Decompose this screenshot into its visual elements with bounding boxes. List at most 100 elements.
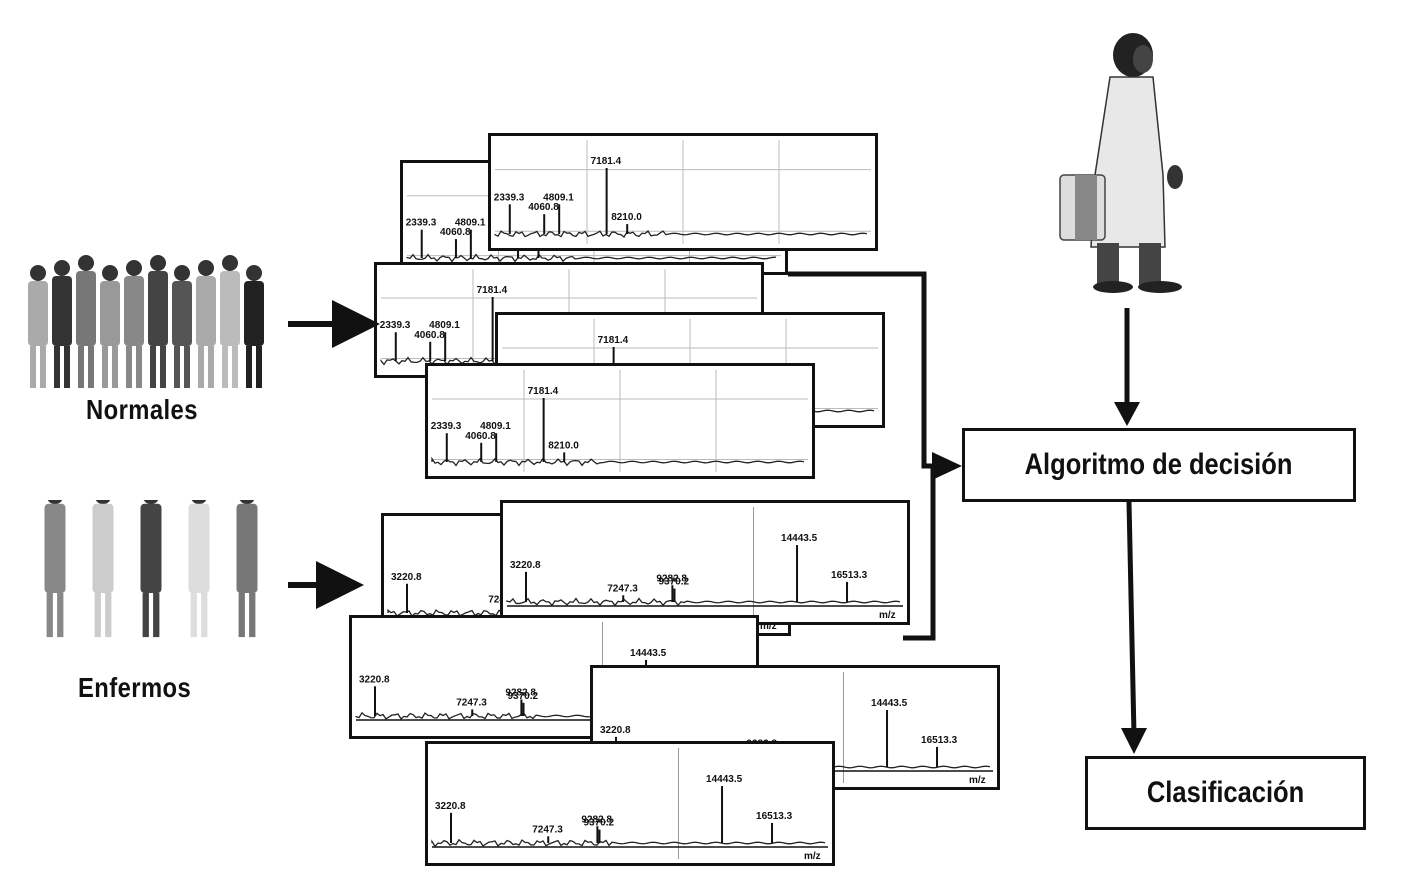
peak-label: 7181.4 bbox=[598, 335, 629, 346]
person-leg bbox=[208, 346, 214, 388]
person-head bbox=[174, 265, 190, 281]
peak-label: 14443.5 bbox=[781, 533, 818, 544]
person-body bbox=[220, 271, 240, 346]
peak-label: 7181.4 bbox=[477, 285, 508, 296]
person-leg bbox=[153, 593, 160, 638]
person-leg bbox=[150, 346, 156, 388]
person-leg bbox=[88, 346, 94, 388]
person-leg bbox=[30, 346, 36, 388]
person-head bbox=[126, 260, 142, 276]
person-leg bbox=[190, 593, 197, 638]
person-body bbox=[92, 503, 114, 593]
person-leg bbox=[249, 593, 256, 638]
peak-label: 4809.1 bbox=[543, 192, 574, 203]
classification-arrowhead bbox=[1121, 728, 1147, 754]
peak-label: 7181.4 bbox=[528, 386, 559, 397]
person-body bbox=[172, 281, 192, 346]
peak-label: 9282.8 bbox=[505, 688, 536, 699]
person-head bbox=[95, 500, 111, 505]
person-head bbox=[239, 500, 255, 505]
peak-label: 14443.5 bbox=[871, 698, 908, 709]
peak-label: 16513.3 bbox=[756, 811, 793, 822]
person-leg bbox=[126, 346, 132, 388]
person-body bbox=[44, 503, 66, 593]
peak-label: 7247.3 bbox=[607, 583, 638, 594]
person-head bbox=[222, 255, 238, 271]
person-head bbox=[246, 265, 262, 281]
person-leg bbox=[222, 346, 228, 388]
person-leg bbox=[57, 593, 64, 638]
person-body bbox=[52, 276, 72, 346]
enfermos-people-icon bbox=[44, 500, 258, 638]
spectrum-baseline bbox=[506, 597, 901, 607]
person-leg bbox=[112, 346, 118, 388]
person-leg bbox=[174, 346, 180, 388]
person-leg bbox=[105, 593, 112, 638]
peak-label: 4809.1 bbox=[455, 218, 486, 229]
person-leg bbox=[64, 346, 70, 388]
peak-label: 7247.3 bbox=[456, 697, 487, 708]
peak-label: 16513.3 bbox=[831, 570, 868, 581]
person-leg bbox=[94, 593, 101, 638]
person-leg bbox=[136, 346, 142, 388]
new-patient-icon bbox=[1059, 33, 1183, 293]
patient-arrowhead bbox=[1114, 402, 1140, 426]
person-body bbox=[76, 271, 96, 346]
peak-label: 3220.8 bbox=[510, 560, 541, 571]
person-leg bbox=[201, 593, 208, 638]
peak-label: 4809.1 bbox=[429, 320, 460, 331]
spectrum-baseline bbox=[431, 456, 805, 467]
peak-label: 7247.3 bbox=[532, 824, 563, 835]
peak-label: 4809.1 bbox=[480, 421, 511, 432]
peak-label: 3220.8 bbox=[600, 725, 631, 736]
peak-label: 14443.5 bbox=[630, 648, 667, 659]
peak-label: 4060.8 bbox=[465, 431, 496, 442]
person-head bbox=[78, 255, 94, 271]
spectrum-baseline bbox=[494, 229, 868, 238]
peak-label: 9370.2 bbox=[584, 818, 615, 829]
person-body bbox=[28, 281, 48, 346]
normales-label: Normales bbox=[86, 394, 198, 425]
axis-label: m/z bbox=[879, 610, 896, 621]
person-body bbox=[148, 271, 168, 346]
person-body bbox=[244, 281, 264, 346]
peak-label: 8210.0 bbox=[548, 440, 579, 451]
person-head bbox=[54, 260, 70, 276]
axis-label: m/z bbox=[969, 775, 986, 786]
person-body bbox=[236, 503, 258, 593]
classification-box: Clasificación bbox=[1085, 756, 1366, 830]
person-head bbox=[143, 500, 159, 505]
peak-label: 2339.3 bbox=[380, 320, 411, 331]
axis-label: m/z bbox=[760, 621, 777, 632]
peak-label: 3220.8 bbox=[391, 572, 422, 583]
decision-algorithm-label: Algoritmo de decisión bbox=[1025, 448, 1293, 481]
spectrum-baseline bbox=[406, 253, 777, 263]
person-leg bbox=[142, 593, 149, 638]
peak-label: 9282.8 bbox=[656, 573, 687, 584]
enfermos-label: Enfermos bbox=[78, 672, 192, 703]
person-leg bbox=[198, 346, 204, 388]
person-head bbox=[198, 260, 214, 276]
peak-label: 16513.3 bbox=[921, 735, 958, 746]
person-head bbox=[191, 500, 207, 505]
algorithm-to-class-arrow bbox=[1126, 501, 1137, 736]
person-head bbox=[30, 265, 46, 281]
person-leg bbox=[54, 346, 60, 388]
peak-label: 9370.2 bbox=[508, 691, 539, 702]
peak-label: 3220.8 bbox=[435, 801, 466, 812]
peak-label: 2339.3 bbox=[406, 218, 437, 229]
peak-label: 2339.3 bbox=[431, 421, 462, 432]
person-leg bbox=[238, 593, 245, 638]
peak-label: 7181.4 bbox=[591, 156, 622, 167]
peak-label: 9370.2 bbox=[659, 577, 690, 588]
into-algorithm-arrowhead bbox=[932, 452, 962, 480]
classification-label: Clasificación bbox=[1146, 776, 1305, 809]
person-leg bbox=[40, 346, 46, 388]
peak-label: 9282.8 bbox=[581, 814, 612, 825]
spectrum-plot: m/z3220.87247.39282.89370.214443.516513.… bbox=[431, 748, 828, 862]
